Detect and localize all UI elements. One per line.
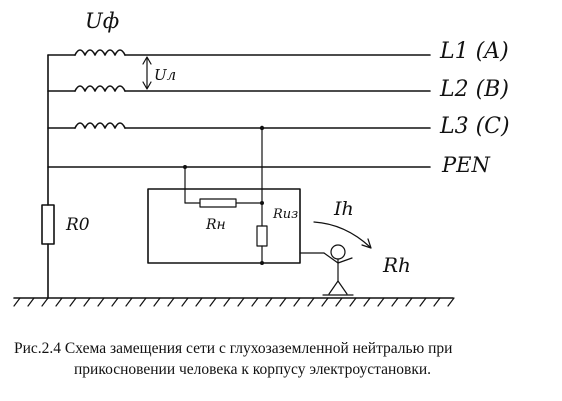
- phase-line-l1: [47, 49, 431, 56]
- pen-label: PEN: [441, 153, 490, 177]
- l1-label: L1 (A): [439, 39, 509, 64]
- ih-label: Ih: [333, 198, 354, 220]
- r0-resistor: [41, 204, 55, 245]
- phase-line-l3: [47, 122, 431, 129]
- phase-line-l2: [47, 85, 431, 92]
- r0-label: R0: [65, 215, 90, 235]
- circuit-diagram: Uф Uл L1 (A) L2 (B) L3 (C) PEN R0 Rн Rиз…: [13, 9, 510, 307]
- caption-line-2: прикосновении человека к корпусу электро…: [74, 361, 432, 378]
- riz-branch: [256, 125, 268, 265]
- line-voltage-arrow: [142, 56, 152, 90]
- riz-resistor: [256, 225, 268, 247]
- rn-branch: [183, 165, 263, 208]
- rh-label: Rh: [382, 253, 411, 277]
- l3-label: L3 (C): [439, 114, 510, 139]
- caption-line-1: Рис.2.4 Схема замещения сети с глухозазе…: [14, 340, 453, 357]
- ground-symbol: [13, 297, 455, 307]
- person-figure: [322, 244, 354, 296]
- phase-voltage-label: Uф: [85, 9, 119, 33]
- line-voltage-label: Uл: [154, 66, 176, 84]
- l2-label: L2 (B): [439, 77, 509, 102]
- riz-label: Rиз: [272, 207, 298, 222]
- equipment-housing: [147, 188, 301, 264]
- current-arrow: [313, 221, 372, 249]
- rn-label: Rн: [205, 217, 226, 233]
- rn-resistor: [199, 198, 237, 208]
